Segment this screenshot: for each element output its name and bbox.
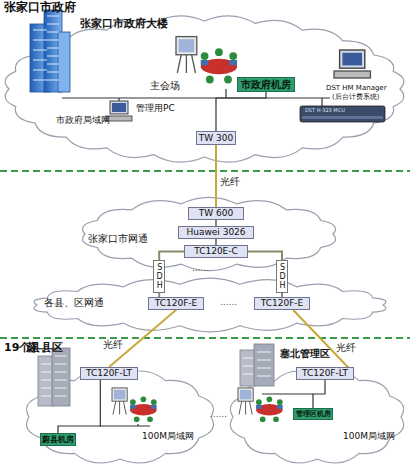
cloud-label: 100M局域网 — [343, 432, 395, 442]
link-label: 光纤 — [220, 177, 240, 187]
venue-label: 主会场 — [150, 80, 180, 91]
mcu-device — [302, 116, 383, 119]
county-building — [41, 356, 67, 396]
cloud-label: 张家口市网通 — [88, 233, 148, 244]
system-label: (后台计费系统) — [332, 94, 379, 102]
zone-label: 19个县、区 — [4, 342, 63, 354]
link-type-tag: SDH — [276, 260, 288, 293]
device-box: TC120F-LT — [80, 367, 138, 380]
city-hall-building — [33, 16, 59, 80]
cloud-label: 张家口市政府 — [4, 1, 76, 14]
box-label: TC120F-E — [261, 299, 304, 308]
lan-bus — [262, 393, 313, 394]
county-building — [254, 344, 274, 386]
building-label: 张家口市政府大楼 — [80, 18, 168, 30]
device-box: TC120E-C — [184, 245, 248, 258]
city-hall-building — [30, 10, 70, 92]
device-box: TC120F-LT — [296, 367, 354, 380]
city-hall-building — [58, 32, 70, 92]
box-label: TC120F-LT — [302, 369, 348, 378]
mcu-device — [300, 106, 385, 122]
machine-room-box: 管理区机房 — [293, 408, 333, 420]
box-label: 市政府机房 — [241, 80, 291, 90]
ellipsis-mark: ...... — [220, 298, 237, 308]
device-box: TW 300 — [196, 131, 236, 145]
box-label: TW 600 — [199, 209, 233, 218]
zone-divider — [0, 171, 410, 338]
cloud-label: 各县、区网通 — [44, 297, 104, 308]
cloud-outline — [27, 371, 214, 463]
device-box: TC120F-E — [254, 297, 310, 310]
box-label: TC120E-C — [194, 247, 238, 256]
zone-divider — [0, 337, 410, 339]
cloud-outline — [230, 371, 403, 463]
county-building — [52, 348, 70, 406]
cloud-label: 塞北管理区 — [280, 348, 330, 359]
link-label: 光纤 — [336, 343, 356, 353]
lan-bus — [62, 97, 330, 98]
cloud-label: 100M局域网 — [142, 432, 194, 442]
cloud-label: 市政府局域网 — [56, 116, 110, 126]
network-cloud: 张家口市网通 TW 600Huawei 3026TC120E-C — [78, 196, 340, 272]
system-label: DST HM Manager — [326, 85, 387, 93]
lan-bus — [100, 425, 150, 426]
network-cloud: 各县、区网通 TC120F-E TC120F-E — [30, 277, 390, 333]
box-label: TW 300 — [199, 134, 233, 143]
box-label: Huawei 3026 — [186, 228, 245, 237]
device-box: TC120F-E — [148, 297, 204, 310]
link-label: 光纤 — [103, 340, 123, 350]
zone-divider — [0, 170, 410, 172]
lan-bus — [225, 89, 226, 98]
ellipsis-mark: ...... — [210, 410, 227, 420]
box-label: 管理区机房 — [296, 411, 331, 418]
box-label: 蔚县机房 — [42, 436, 74, 444]
box-label: TC120F-LT — [86, 369, 132, 378]
device-box: TW 600 — [188, 207, 244, 220]
billing-pc-icon — [334, 50, 370, 78]
cloud-outline — [34, 278, 386, 332]
lan-bus — [321, 98, 322, 106]
cloud-outline — [5, 16, 404, 162]
cloud-outline — [82, 197, 335, 270]
device-box: Huawei 3026 — [178, 226, 254, 239]
box-label: TC120F-E — [155, 299, 198, 308]
machine-room-box: 蔚县机房 — [40, 433, 76, 446]
county-building — [243, 352, 271, 376]
link-type-tag: SDH — [153, 260, 165, 293]
ellipsis-mark: ...... — [192, 264, 209, 274]
device-label: DST H-323 MCU — [305, 108, 345, 114]
machine-room-box: 市政府机房 — [237, 77, 295, 92]
pc-label: 管理用PC — [136, 104, 175, 114]
mcu-device — [300, 106, 385, 122]
